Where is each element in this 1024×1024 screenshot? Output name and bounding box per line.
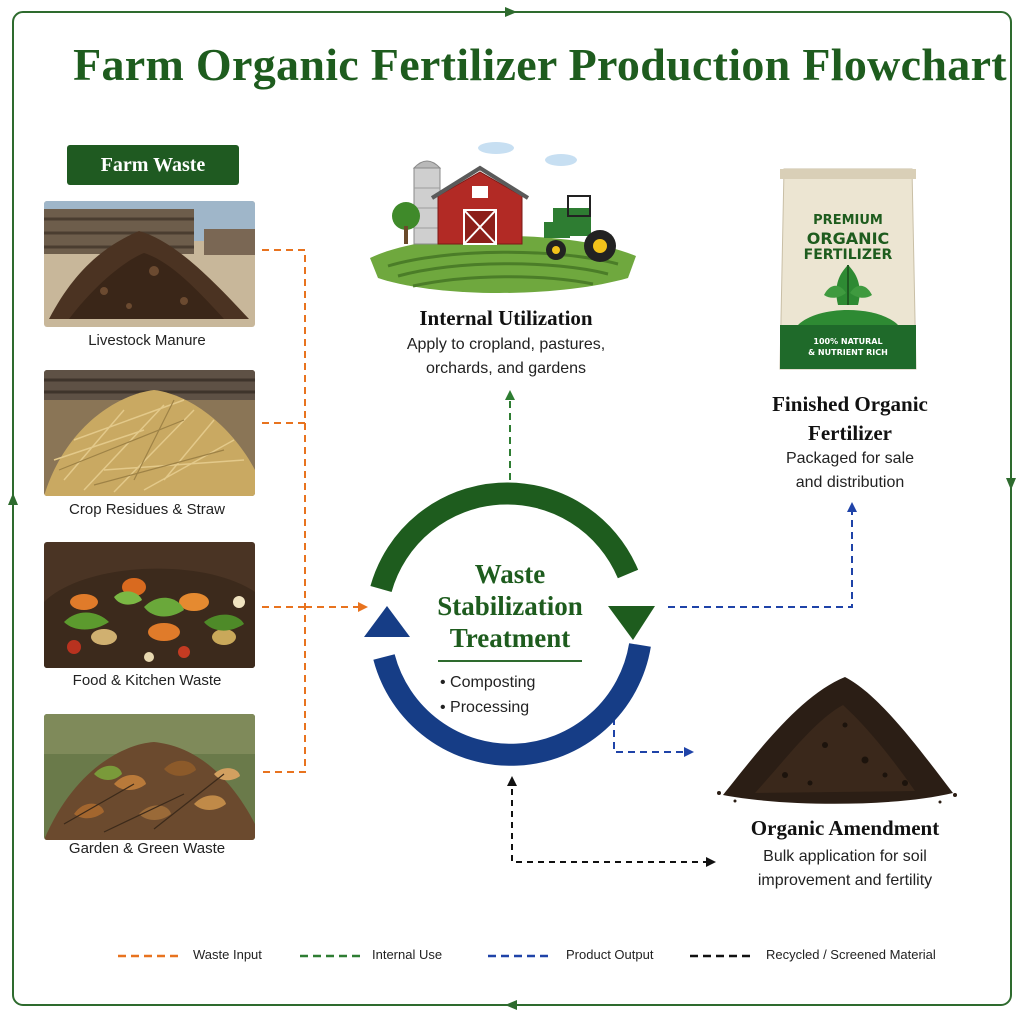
food-waste-label: Food & Kitchen Waste	[72, 672, 222, 689]
finished-fertilizer-heading: Finished Organic Fertilizer	[725, 390, 975, 448]
bag-foot1: 100% NATURAL	[813, 337, 883, 346]
legend-label-internal-use: Internal Use	[372, 947, 443, 962]
food-waste-icon	[44, 542, 255, 668]
fertilizer-bag-icon	[779, 168, 917, 370]
bullet-item: • Processing	[440, 699, 530, 716]
bag-line1: PREMIUM	[813, 213, 883, 228]
legend-label-recycled: Recycled / Screened Material	[766, 947, 936, 962]
food-waste-image	[44, 542, 255, 668]
crop-residues-label: Crop Residues & Straw	[69, 501, 225, 518]
bag-foot2: & NUTRIENT RICH	[808, 348, 888, 357]
product-output-arrow-bag	[668, 502, 857, 608]
treatment-title-line3: Treatment	[449, 623, 571, 653]
soil-pile-icon	[717, 677, 957, 804]
manure-pile-icon	[44, 201, 255, 327]
crop-residues-image	[44, 370, 255, 496]
livestock-manure-image	[44, 201, 255, 327]
bag-line2: ORGANIC	[806, 229, 890, 248]
finished-line2: and distribution	[795, 474, 905, 491]
legend-label-waste-input: Waste Input	[193, 947, 262, 962]
bag-line3: FERTILIZER	[803, 247, 893, 263]
frame-direction-arrows	[8, 7, 1016, 1010]
livestock-manure-label: Livestock Manure	[88, 332, 206, 349]
legend-label-product-output: Product Output	[566, 947, 654, 962]
finished-heading-line2: Fertilizer	[808, 421, 892, 445]
leaf-litter-icon	[44, 714, 255, 840]
treatment-cycle	[364, 482, 655, 766]
waste-input-connectors	[262, 249, 368, 773]
garden-waste-label: Garden & Green Waste	[68, 840, 226, 857]
product-output-arrow-amendment	[613, 718, 694, 757]
treatment-title-line2: Stabilization	[437, 591, 583, 621]
straw-pile-icon	[44, 370, 255, 496]
farm-waste-tag: Farm Waste	[67, 145, 239, 185]
treatment-divider	[438, 660, 582, 662]
organic-amendment-heading: Organic Amendment	[750, 816, 940, 840]
bullet-item: • Composting	[440, 674, 536, 691]
internal-utilization-line2: orchards, and gardens	[425, 360, 587, 377]
organic-amendment-line2: improvement and fertility	[757, 872, 933, 889]
internal-utilization-heading: Internal Utilization	[419, 306, 593, 330]
farm-barn-tractor-icon	[370, 142, 636, 293]
internal-utilization-line1: Apply to cropland, pastures,	[406, 336, 606, 353]
page-title: Farm Organic Fertilizer Production Flowc…	[73, 39, 1007, 90]
recycled-material-arrow	[507, 776, 716, 867]
fertilizer-bag: PREMIUM ORGANIC FERTILIZER 100% NATURAL …	[778, 165, 918, 375]
finished-heading-line1: Finished Organic	[772, 392, 928, 416]
treatment-title: Waste Stabilization Treatment	[420, 558, 600, 654]
treatment-bullets: • Composting • Processing	[440, 670, 590, 720]
finished-line1: Packaged for sale	[785, 450, 915, 467]
treatment-title-line1: Waste	[474, 559, 546, 589]
organic-amendment-line1: Bulk application for soil	[763, 848, 927, 865]
garden-waste-image	[44, 714, 255, 840]
